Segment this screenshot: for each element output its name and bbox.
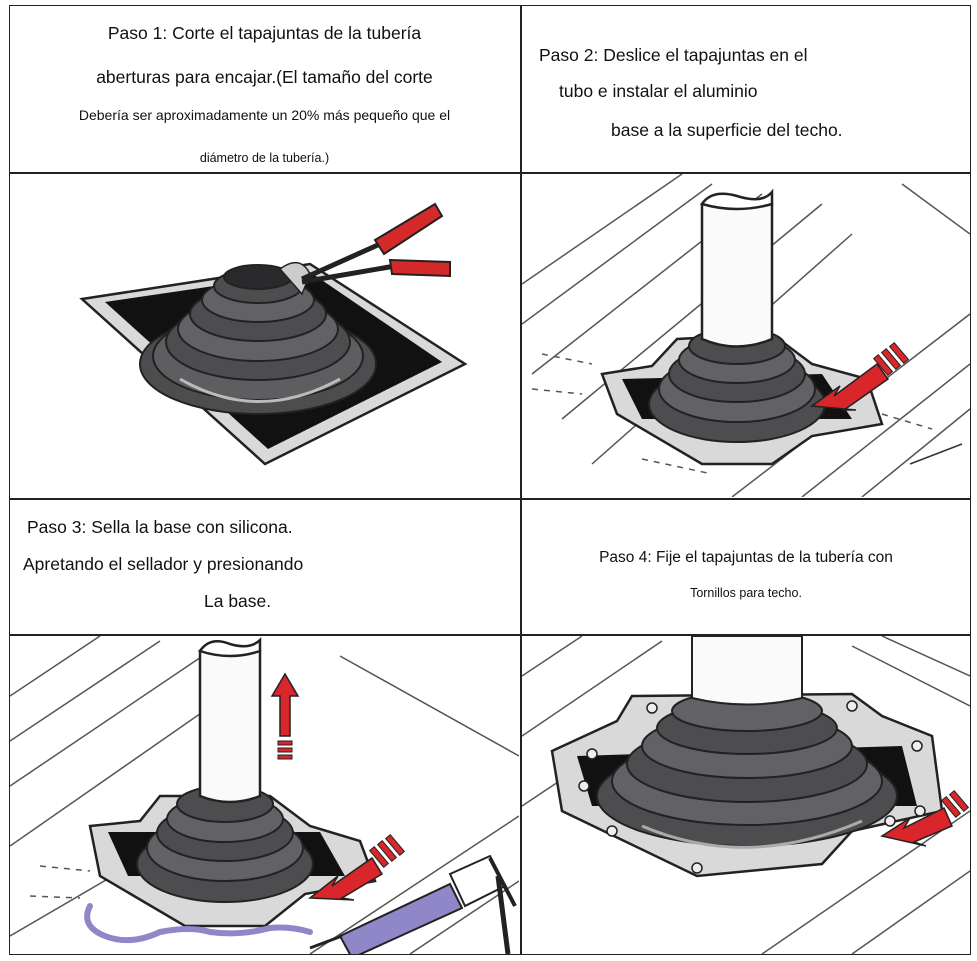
step-3-line-3: La base. [204, 591, 272, 611]
step-3-illustration [10, 636, 519, 954]
step-3-text: Paso 3: Sella la base con silicona. Apre… [9, 499, 520, 634]
step-2-illustration [522, 174, 970, 497]
step-2-line-3: base a la superficie del techo. [611, 120, 843, 140]
step-1-illustration [10, 174, 519, 497]
step-4-line-1: Paso 4: Fije el tapajuntas de la tubería… [599, 549, 893, 566]
column-divider [520, 5, 522, 955]
row-divider-3 [9, 634, 971, 636]
step-2-line-1: Paso 2: Deslice el tapajuntas en el [539, 45, 808, 65]
step-2-text: Paso 2: Deslice el tapajuntas en el tubo… [521, 5, 971, 172]
step-4-text: Paso 4: Fije el tapajuntas de la tubería… [521, 499, 971, 634]
row-divider-1 [9, 172, 971, 174]
step-1-line-4: diámetro de la tubería.) [199, 151, 330, 165]
step-1-line-1: Paso 1: Corte el tapajuntas de la tuberí… [107, 23, 422, 43]
step-3-line-2: Apretando el sellador y presionando [23, 554, 304, 574]
step-1-line-3: Debería ser aproximadamente un 20% más p… [78, 107, 451, 123]
step-4-line-2: Tornillos para techo. [690, 586, 802, 600]
step-1-text: Paso 1: Corte el tapajuntas de la tuberí… [9, 5, 520, 172]
step-3-line-1: Paso 3: Sella la base con silicona. [27, 517, 293, 537]
instruction-table [9, 5, 971, 955]
step-2-line-2: tubo e instalar el aluminio [559, 81, 758, 101]
row-divider-2 [9, 498, 971, 500]
step-4-illustration [522, 636, 970, 954]
step-1-line-2: aberturas para encajar.(El tamaño del co… [96, 67, 433, 87]
